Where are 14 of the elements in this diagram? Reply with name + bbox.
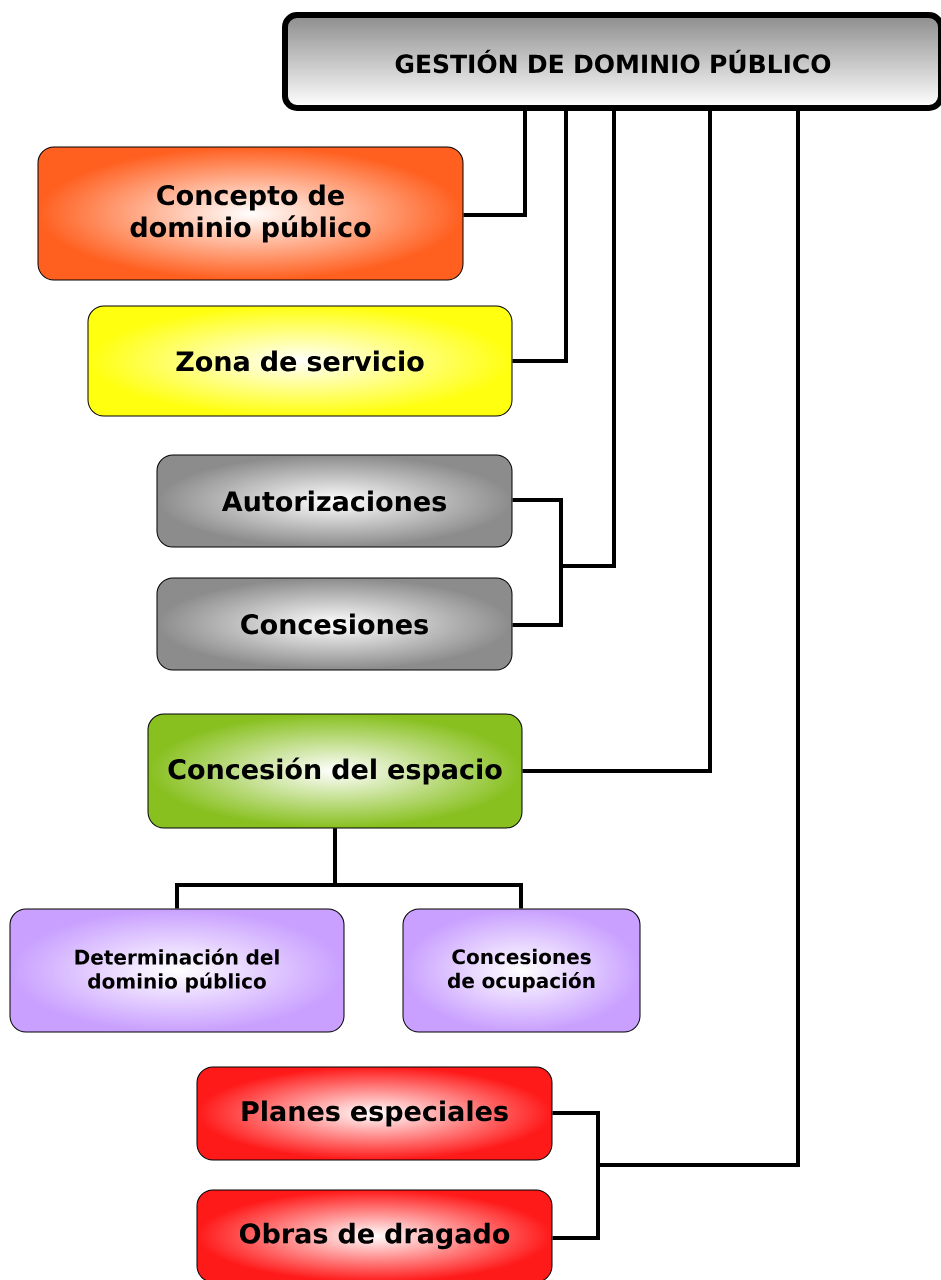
title-box: GESTIÓN DE DOMINIO PÚBLICO (282, 12, 941, 111)
topic-box: Planes especiales (196, 1066, 553, 1161)
topic-box: Zona de servicio (87, 305, 513, 417)
topic-box: Concesiones (156, 577, 513, 671)
connector (522, 111, 712, 773)
connector (333, 828, 523, 909)
connector (512, 111, 568, 363)
subtopic-box: Concesiones de ocupación (402, 908, 641, 1033)
connector (463, 111, 527, 217)
subtopic-box: Determinación del dominio público (9, 908, 345, 1033)
topic-box: Concesión del espacio (147, 713, 523, 829)
topic-box: Autorizaciones (156, 454, 513, 548)
topic-box: Obras de dragado (196, 1189, 553, 1280)
topic-box: Concepto de dominio público (37, 146, 464, 281)
